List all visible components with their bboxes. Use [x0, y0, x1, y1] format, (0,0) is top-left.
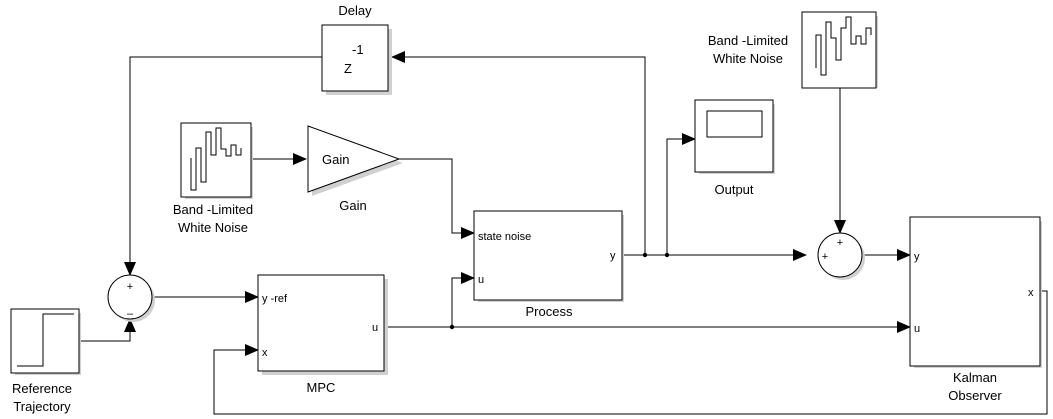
kalman-observer-block[interactable]: y u x Kalman Observer — [909, 216, 1042, 403]
noise-block-left[interactable]: Band -Limited White Noise — [173, 122, 253, 235]
delay-symbol: Z — [344, 61, 352, 76]
noise-waveform-icon — [190, 127, 242, 191]
process-port-y: y — [610, 250, 616, 262]
kalman-port-y: y — [914, 251, 920, 263]
sum-right-sign-left: + — [822, 251, 828, 263]
output-scope-block[interactable]: Output — [694, 99, 775, 197]
wire-kalman-to-mpc — [213, 290, 1048, 415]
noise-top-label-1: Band -Limited — [708, 33, 788, 48]
noise-left-label-2: White Noise — [178, 220, 248, 235]
gain-inner-label: Gain — [322, 152, 349, 167]
noise-waveform-icon — [815, 16, 872, 76]
wire-reference-to-sum — [79, 318, 136, 342]
signal-wires — [79, 51, 1048, 415]
reference-name-2: Trajectory — [13, 399, 71, 414]
wire-mpc-to-process — [451, 272, 475, 327]
kalman-port-x: x — [1028, 287, 1034, 299]
delay-title: Delay — [338, 3, 372, 18]
process-port-state-noise: state noise — [478, 231, 531, 243]
gain-block[interactable]: Gain Gain — [307, 125, 403, 213]
wire-y-to-delay — [391, 51, 646, 255]
sum-right-sign-top: + — [837, 237, 843, 249]
mpc-port-x: x — [262, 347, 268, 359]
reference-trajectory-block[interactable]: Reference Trajectory — [10, 308, 81, 414]
delay-block[interactable]: -1 Z Delay — [321, 3, 392, 95]
mpc-port-u: u — [372, 322, 378, 334]
wire-gain-to-process — [399, 158, 475, 239]
sum-left-sign-top: + — [127, 281, 133, 293]
noise-block-top[interactable]: Band -Limited White Noise — [708, 11, 878, 89]
wire-delay-to-sum — [124, 56, 322, 276]
junction-dot — [449, 324, 455, 330]
junction-dot — [664, 252, 670, 258]
process-block[interactable]: state noise u y Process — [473, 210, 624, 319]
process-port-u: u — [478, 274, 484, 286]
sum-left-sign-bottom: – — [127, 308, 134, 320]
kalman-name-2: Observer — [948, 388, 1002, 403]
sum-block-left[interactable]: + – — [107, 274, 155, 322]
junction-dot — [642, 252, 648, 258]
reference-name-1: Reference — [12, 381, 72, 396]
mpc-name: MPC — [307, 380, 336, 395]
gain-name: Gain — [339, 198, 366, 213]
kalman-port-u: u — [914, 323, 920, 335]
scope-screen-icon — [706, 110, 763, 138]
noise-top-label-2: White Noise — [713, 51, 783, 66]
process-name: Process — [526, 304, 573, 319]
delay-exponent: -1 — [352, 42, 364, 57]
mpc-block[interactable]: y -ref x u MPC — [257, 274, 388, 395]
kalman-name-1: Kalman — [953, 370, 997, 385]
wire-y-to-output — [666, 133, 696, 255]
step-signal-icon — [17, 313, 74, 367]
noise-left-label-1: Band -Limited — [173, 202, 253, 217]
sum-block-right[interactable]: + + — [817, 232, 865, 280]
output-name: Output — [714, 182, 753, 197]
mpc-port-yref: y -ref — [262, 293, 288, 305]
